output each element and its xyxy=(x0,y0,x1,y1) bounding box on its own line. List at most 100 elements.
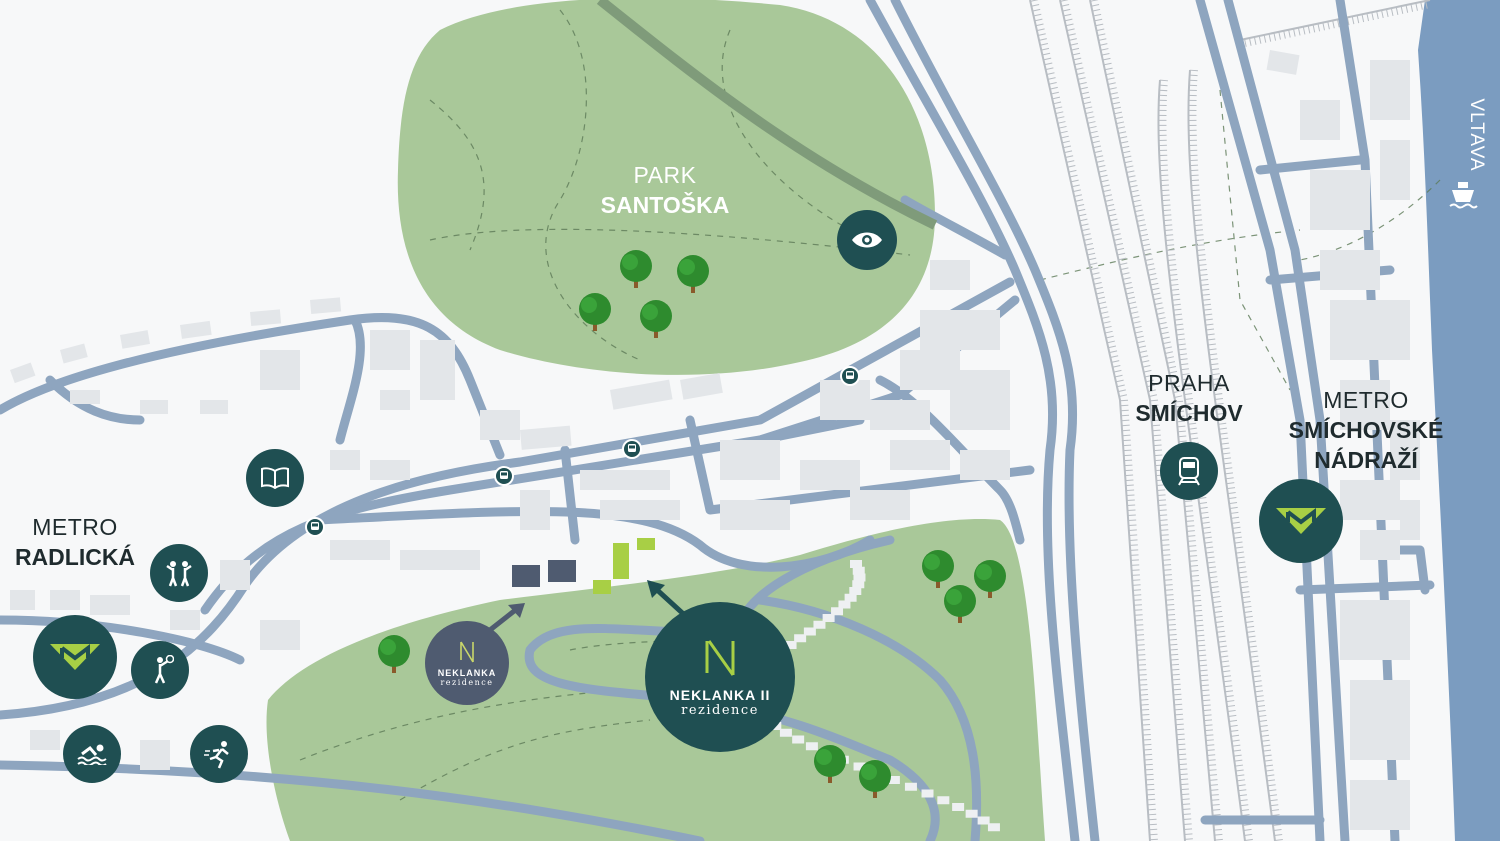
tree-icon xyxy=(974,560,1006,598)
building xyxy=(370,330,410,370)
building xyxy=(965,809,978,818)
building xyxy=(480,410,520,440)
building xyxy=(1390,420,1420,480)
bus-icon xyxy=(628,444,636,452)
neklanka-buildings xyxy=(512,538,655,594)
building xyxy=(853,762,866,771)
swimming-marker[interactable] xyxy=(63,725,121,783)
trees xyxy=(378,250,1006,798)
library-marker[interactable] xyxy=(246,449,304,507)
train-station-marker[interactable] xyxy=(1160,442,1218,500)
building xyxy=(921,789,934,798)
label-line: PRAHA xyxy=(1148,370,1230,396)
vltava-river xyxy=(1418,0,1500,841)
sports-marker[interactable] xyxy=(150,544,208,602)
building xyxy=(1340,600,1410,660)
building xyxy=(1380,300,1410,360)
building xyxy=(309,297,342,314)
tree-icon xyxy=(579,293,611,331)
building xyxy=(600,500,680,520)
ferry-marker[interactable] xyxy=(1448,180,1478,217)
building xyxy=(784,641,797,649)
building xyxy=(800,460,860,490)
bus-stop-marker[interactable] xyxy=(305,517,325,537)
metro-icon xyxy=(1276,507,1326,534)
neklanka-arrow xyxy=(488,603,525,632)
building xyxy=(952,803,965,811)
building xyxy=(904,782,917,791)
tree-icon xyxy=(378,635,410,673)
building xyxy=(1350,680,1410,760)
label-line: RADLICKÁ xyxy=(14,544,136,570)
building xyxy=(1380,140,1410,200)
project-name: NEKLANKA II xyxy=(669,686,771,703)
tree-icon xyxy=(859,760,891,798)
bus-stop-marker[interactable] xyxy=(494,466,514,486)
bus-stop-marker[interactable] xyxy=(840,366,860,386)
building xyxy=(1320,250,1380,290)
building xyxy=(844,593,857,602)
building xyxy=(852,580,865,589)
running-marker[interactable] xyxy=(190,725,248,783)
building xyxy=(1340,380,1390,430)
bus-stop-marker[interactable] xyxy=(622,439,642,459)
tennis-marker[interactable] xyxy=(131,641,189,699)
buildings xyxy=(10,50,1420,832)
train-icon xyxy=(1178,457,1200,486)
metro-smichovske-label: METRO SMÍCHOVSKÉ NÁDRAŽÍ xyxy=(1289,385,1444,475)
building xyxy=(950,370,1010,430)
building xyxy=(140,740,170,770)
building xyxy=(850,490,910,520)
building xyxy=(850,560,862,568)
tree-icon xyxy=(640,300,672,338)
tree-icon xyxy=(620,250,652,288)
project-subtitle: rezidence xyxy=(440,677,494,687)
building xyxy=(960,450,1010,480)
building xyxy=(820,380,870,420)
building xyxy=(987,823,1000,832)
tree-icon xyxy=(677,255,709,293)
metro-smichovske-marker[interactable] xyxy=(1259,479,1343,563)
building xyxy=(1350,780,1410,830)
building xyxy=(831,607,844,616)
building xyxy=(813,620,826,629)
bus-icon xyxy=(311,522,319,530)
building xyxy=(220,560,250,590)
label-line: SANTOŠKA xyxy=(600,192,730,218)
tree-icon xyxy=(922,550,954,588)
building xyxy=(794,634,807,643)
neklanka-ii-marker[interactable]: NEKLANKA II rezidence xyxy=(645,602,795,752)
building xyxy=(720,500,790,530)
building xyxy=(805,742,818,751)
building xyxy=(1310,170,1370,230)
neklanka-ii-logo xyxy=(705,639,735,676)
building xyxy=(30,730,60,750)
neklanka-marker[interactable]: NEKLANKA rezidence xyxy=(425,621,509,705)
book-icon xyxy=(261,467,289,489)
viewpoint-marker[interactable] xyxy=(837,210,897,270)
running-icon xyxy=(204,741,229,769)
park-railway-cut xyxy=(596,0,938,230)
ship-icon xyxy=(1449,182,1478,209)
building xyxy=(1300,100,1340,140)
building xyxy=(870,400,930,430)
label-line: METRO xyxy=(1323,387,1409,413)
building xyxy=(609,379,673,410)
building xyxy=(170,610,200,630)
building xyxy=(580,470,670,490)
metro-radlicka-marker[interactable] xyxy=(33,615,117,699)
building xyxy=(887,776,900,784)
river-label: VLTAVA xyxy=(1466,98,1487,172)
building xyxy=(849,587,862,595)
building xyxy=(90,595,130,615)
building xyxy=(792,735,805,744)
eye-icon xyxy=(852,232,882,248)
building xyxy=(330,450,360,470)
building xyxy=(119,330,151,349)
building xyxy=(920,310,1000,350)
label-line: PARK xyxy=(633,162,697,188)
building xyxy=(937,796,950,805)
building xyxy=(803,627,816,636)
park-santoska-label: PARK SANTOŠKA xyxy=(601,160,730,220)
building xyxy=(1266,50,1300,75)
